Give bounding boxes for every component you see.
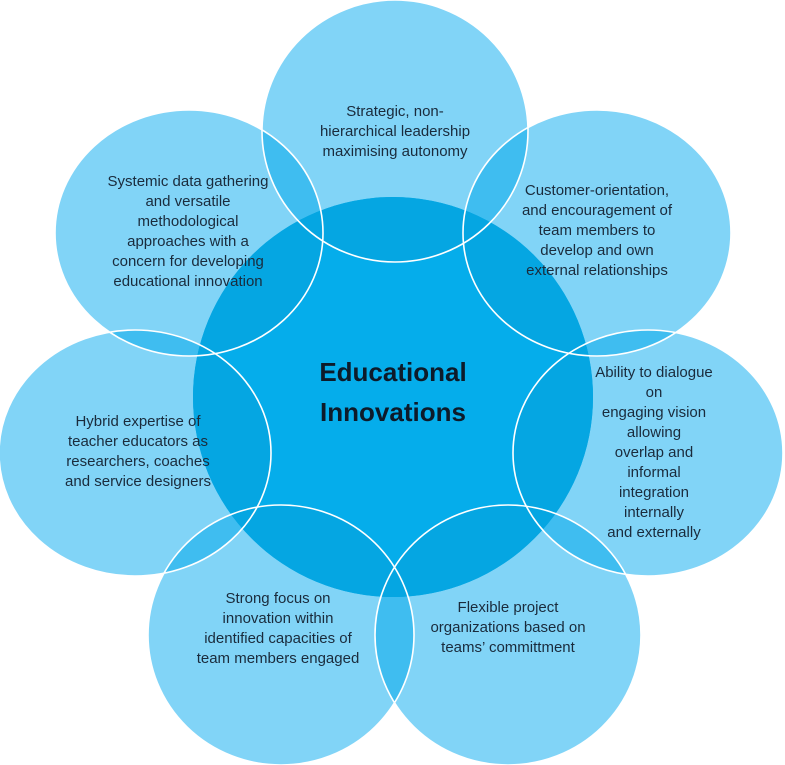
petal-bottom-left-label: Strong focus on innovation within identi… xyxy=(196,590,360,667)
petal-bottom-right-label: Flexible project organizations based on … xyxy=(430,599,586,656)
center-title: Educational Innovations xyxy=(319,357,467,427)
petal-right-label: Ability to dialogue on engaging vision a… xyxy=(595,364,713,541)
petal-top-left-label: Systemic data gathering and versatile me… xyxy=(107,173,269,290)
petal-left-label: Hybrid expertise of teacher educators as… xyxy=(65,413,211,490)
petal-top-right-label: Customer-orientation, and encouragement … xyxy=(521,182,673,279)
circle-top xyxy=(262,0,528,262)
petal-top-label: Strategic, non- hierarchical leadership … xyxy=(319,103,471,160)
